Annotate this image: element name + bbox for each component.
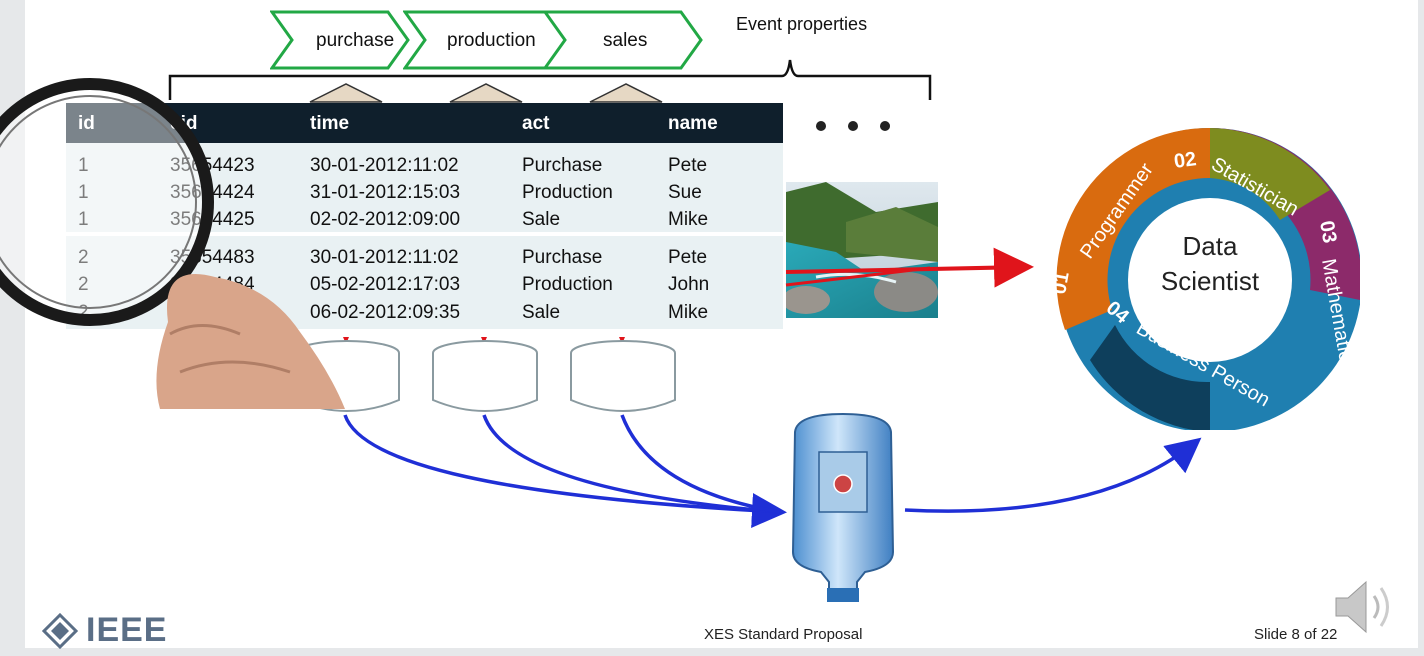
data-scientist-ring: Data Scientist 02 Statistician 03 Mathem…	[1048, 127, 1360, 430]
table-row: 2 35654483 30-01-2012:11:02 Purchase Pet…	[66, 247, 783, 274]
cell-id: 2	[78, 247, 89, 269]
cell-name: Pete	[668, 247, 708, 268]
segment-statistician	[1210, 128, 1330, 220]
ellipsis-dots	[816, 118, 912, 136]
chevron-production-label: production	[447, 30, 536, 51]
chevron-purchase-label: purchase	[316, 30, 395, 51]
segment-programmer	[1056, 127, 1210, 330]
column-header-id: id	[78, 113, 95, 135]
cell-time: 30-01-2012:11:02	[310, 247, 459, 268]
water-bottle-icon	[791, 412, 895, 602]
cell-id: 1	[78, 209, 89, 231]
chevron-sales: sales	[543, 10, 703, 70]
cell-act: Production	[522, 274, 613, 295]
cell-act: Production	[522, 182, 613, 203]
slide-frame-right	[1418, 0, 1424, 656]
chevron-sales-label: sales	[603, 30, 648, 51]
column-header-act: act	[522, 113, 550, 134]
cell-time: 02-02-2012:09:00	[310, 209, 461, 230]
cell-act: Purchase	[522, 247, 603, 268]
ieee-logo-text: IEEE	[86, 611, 168, 649]
magnifying-glass-icon	[0, 78, 345, 409]
slide-frame-bottom	[0, 648, 1424, 656]
cell-time: 06-02-2012:09:35	[310, 302, 461, 323]
table-row: 1 35654424 31-01-2012:15:03 Production S…	[66, 182, 783, 209]
event-properties-label: Event properties	[736, 14, 868, 34]
chevron-purchase: purchase	[270, 10, 410, 70]
cell-id: 1	[78, 182, 89, 204]
column-header-name: name	[668, 113, 718, 134]
cell-time: 31-01-2012:15:03	[310, 182, 461, 203]
cell-time: 05-02-2012:17:03	[310, 274, 461, 295]
ieee-diamond-icon	[42, 613, 78, 649]
cell-name: John	[668, 274, 710, 295]
cell-time: 30-01-2012:11:02	[310, 155, 459, 176]
table-row: 1 35654425 02-02-2012:09:00 Sale Mike	[66, 209, 783, 236]
segment-dark	[1090, 325, 1210, 430]
segment-number-02: 02	[1173, 148, 1198, 173]
center-line-1: Data	[1183, 231, 1238, 261]
event-properties-brace	[168, 59, 932, 103]
center-line-2: Scientist	[1161, 266, 1260, 296]
speaker-icon[interactable]	[1334, 578, 1398, 636]
cell-id: 2	[78, 302, 89, 324]
slide-number: Slide 8 of 22	[1254, 626, 1338, 643]
cell-id: 2	[78, 274, 89, 296]
footer-title: XES Standard Proposal	[704, 626, 863, 643]
cell-name: Mike	[668, 209, 709, 230]
segment-number-01: 01	[1048, 270, 1074, 296]
cell-name: Sue	[668, 182, 702, 203]
cell-id: 1	[78, 155, 89, 177]
segment-number-03: 03	[1315, 219, 1341, 245]
column-header-time: time	[310, 113, 350, 134]
cell-name: Mike	[668, 302, 709, 323]
cell-act: Sale	[522, 302, 561, 323]
cell-name: Pete	[668, 155, 708, 176]
cell-act: Purchase	[522, 155, 603, 176]
river-photo	[786, 182, 938, 318]
center-circle	[1128, 198, 1292, 362]
database-icon	[570, 340, 676, 412]
cell-act: Sale	[522, 209, 561, 230]
database-icon	[432, 340, 538, 412]
